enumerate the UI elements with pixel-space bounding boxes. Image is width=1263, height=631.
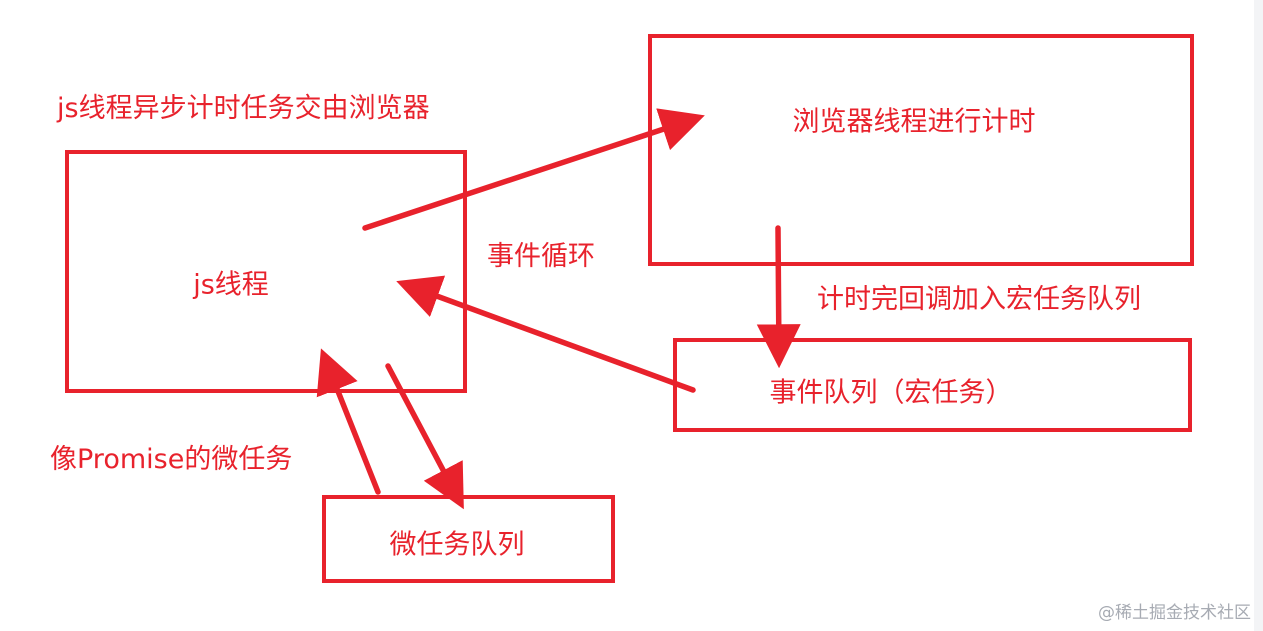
browser-thread-label: 浏览器线程进行计时	[792, 106, 1036, 138]
watermark-text: @稀土掘金技术社区	[1098, 603, 1251, 623]
arrow-js-to-microtask	[385, 363, 464, 510]
microtask-queue-label: 微任务队列	[389, 529, 525, 561]
async-handoff-annotation: js线程异步计时任务交由浏览器	[57, 93, 430, 124]
event-queue-label: 事件队列（宏任务）	[769, 377, 1013, 409]
arrow-microtask-to-js	[316, 348, 381, 495]
right-edge-band	[1254, 0, 1263, 631]
js-thread-label: js线程	[193, 269, 269, 301]
arrow-event-queue-to-js	[396, 275, 696, 393]
arrow-js-to-browser	[362, 108, 705, 231]
arrow-browser-to-event-queue	[756, 225, 801, 369]
js-thread-box	[65, 150, 467, 393]
microtask-queue-box	[322, 495, 615, 583]
promise-microtask-annotation: 像Promise的微任务	[50, 444, 293, 475]
event-loop-annotation: 事件循环	[487, 241, 595, 272]
timer-callback-annotation: 计时完回调加入宏任务队列	[817, 284, 1141, 315]
browser-thread-box	[648, 34, 1194, 266]
